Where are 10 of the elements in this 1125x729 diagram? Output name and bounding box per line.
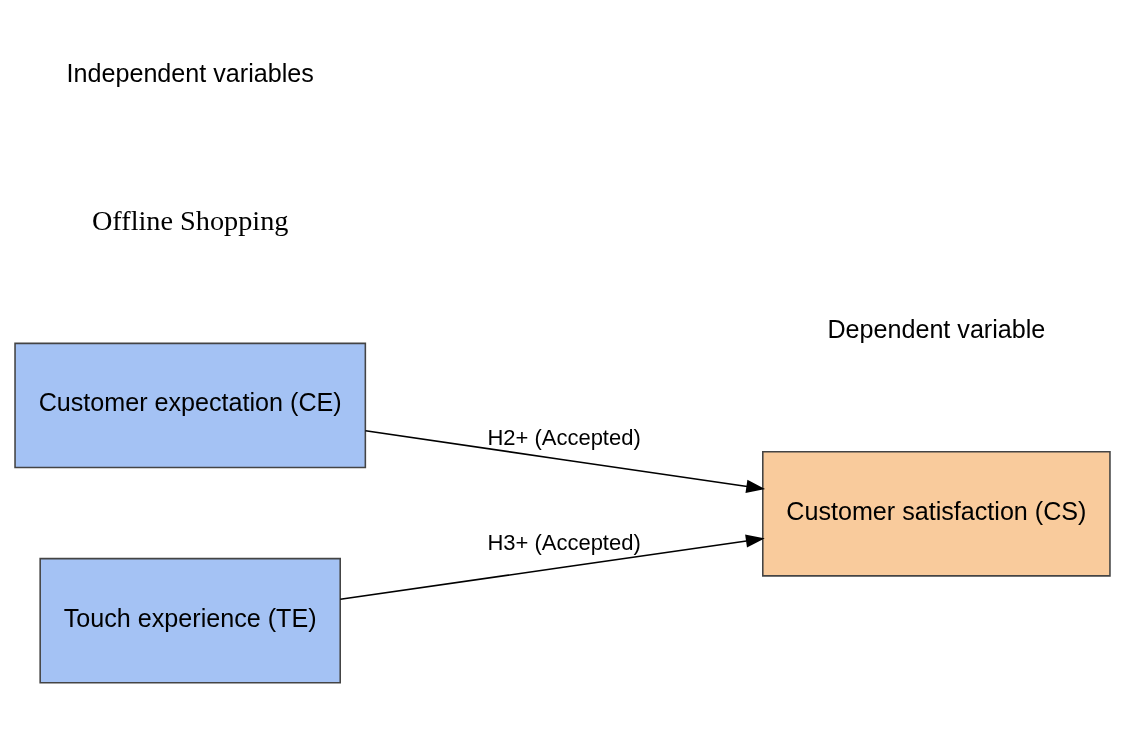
label: Offline Shopping bbox=[91, 204, 289, 236]
edge-label: H3+ (Accepted) bbox=[487, 529, 641, 555]
label: Independent variables bbox=[66, 58, 314, 87]
arrow bbox=[339, 533, 765, 600]
label: Dependent variable bbox=[827, 314, 1046, 343]
node-box: Customer expectation (CE) bbox=[14, 342, 367, 468]
arrow bbox=[364, 429, 766, 493]
edge-label: H2+ (Accepted) bbox=[487, 424, 641, 450]
node-box: Customer satisfaction (CS) bbox=[762, 450, 1111, 577]
node-box: Touch experience (TE) bbox=[39, 557, 341, 683]
